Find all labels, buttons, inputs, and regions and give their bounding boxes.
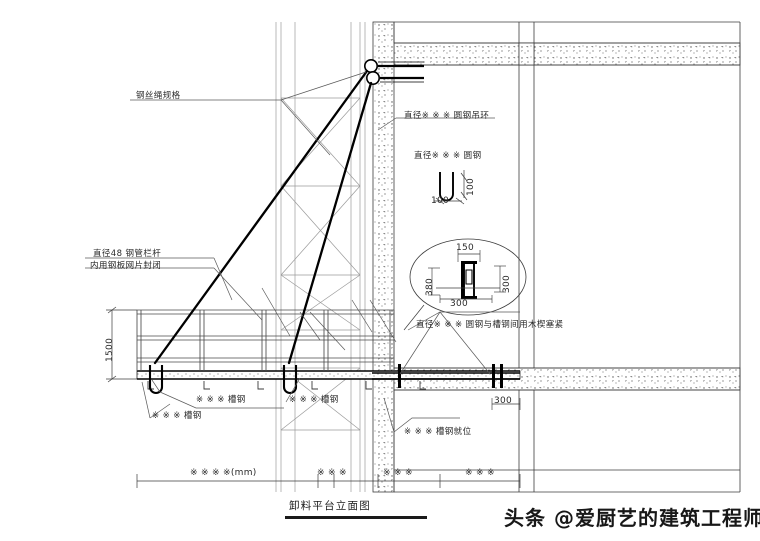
building-structure [372, 21, 741, 493]
watermark: 头条 @爱厨艺的建筑工程师 [504, 506, 760, 530]
lower-support-beam [372, 364, 521, 410]
dimension-platform-height: 1500 [105, 337, 115, 362]
dimension-1500 [106, 306, 137, 383]
leader-lines [85, 71, 520, 433]
anchor-rings [363, 58, 424, 86]
dimension-hook-width: 100 [431, 196, 450, 206]
label-detail-note: 直径※ ※ ※ 圆钢与槽钢间用木楔塞紧 [416, 320, 564, 330]
label-channel-in-place: ※ ※ ※ 槽钢就位 [404, 427, 472, 437]
label-channel-lower: ※ ※ ※ 槽钢 [152, 411, 202, 421]
rope-end-hooks [148, 365, 298, 395]
dimension-span-b: ※ ※ ※ [383, 468, 413, 478]
dimension-span-a: ※ ※ ※ [317, 468, 347, 478]
platform-railing [136, 309, 395, 371]
dimension-detail-left: 380 [425, 277, 435, 296]
dimension-hook-height: 100 [466, 177, 476, 196]
dimension-span-c: ※ ※ ※ [465, 468, 495, 478]
dimension-detail-right: 300 [502, 274, 512, 293]
label-channel-upper: ※ ※ ※ 槽钢 [196, 395, 246, 405]
dimension-span-main: ※ ※ ※ ※(mm) [190, 468, 257, 478]
wire-ropes [153, 69, 373, 365]
label-rail-mesh: 内用钢板网片封闭 [90, 261, 162, 271]
label-round-bar: 直径※ ※ ※ 圆钢 [414, 151, 482, 161]
label-ring-hanger: 直径※ ※ ※ 圆钢吊环 [404, 111, 490, 121]
bottom-dimension-line [136, 474, 521, 488]
dimension-detail-bottom: 300 [450, 299, 469, 309]
title-underline [285, 516, 427, 519]
detail-circle [403, 238, 527, 331]
dimension-slab-offset: 300 [494, 396, 513, 406]
dimension-detail-top: 150 [456, 243, 475, 253]
label-channel-mid: ※ ※ ※ 槽钢 [289, 395, 339, 405]
label-rail-pipe: 直径48 钢管栏杆 [93, 249, 162, 259]
drawing-title: 卸料平台立面图 [289, 500, 371, 512]
round-bar-hook-detail [434, 170, 468, 205]
label-wire-rope: 钢丝绳规格 [136, 91, 181, 101]
